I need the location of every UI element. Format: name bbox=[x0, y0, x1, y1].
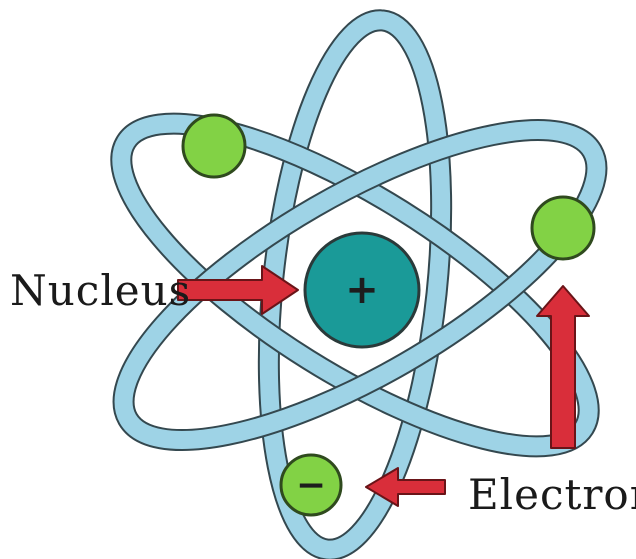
electron-right bbox=[530, 195, 596, 261]
electron-top-left bbox=[181, 113, 247, 179]
orbit-rings bbox=[110, 9, 608, 559]
electrons-label: Electrons bbox=[468, 470, 636, 519]
electron-charge: − bbox=[296, 465, 326, 506]
nucleus: + bbox=[303, 231, 421, 349]
electron-bottom: − bbox=[279, 453, 343, 517]
orbit-diagonal-down bbox=[110, 112, 600, 458]
nucleus-label: Nucleus bbox=[10, 266, 191, 315]
arrow-to-electron-bottom bbox=[365, 467, 446, 507]
orbit-diagonal-up bbox=[112, 118, 608, 452]
arrow-to-electron-right bbox=[536, 285, 590, 449]
nucleus-charge: + bbox=[345, 267, 379, 313]
arrow-to-nucleus bbox=[177, 265, 299, 315]
